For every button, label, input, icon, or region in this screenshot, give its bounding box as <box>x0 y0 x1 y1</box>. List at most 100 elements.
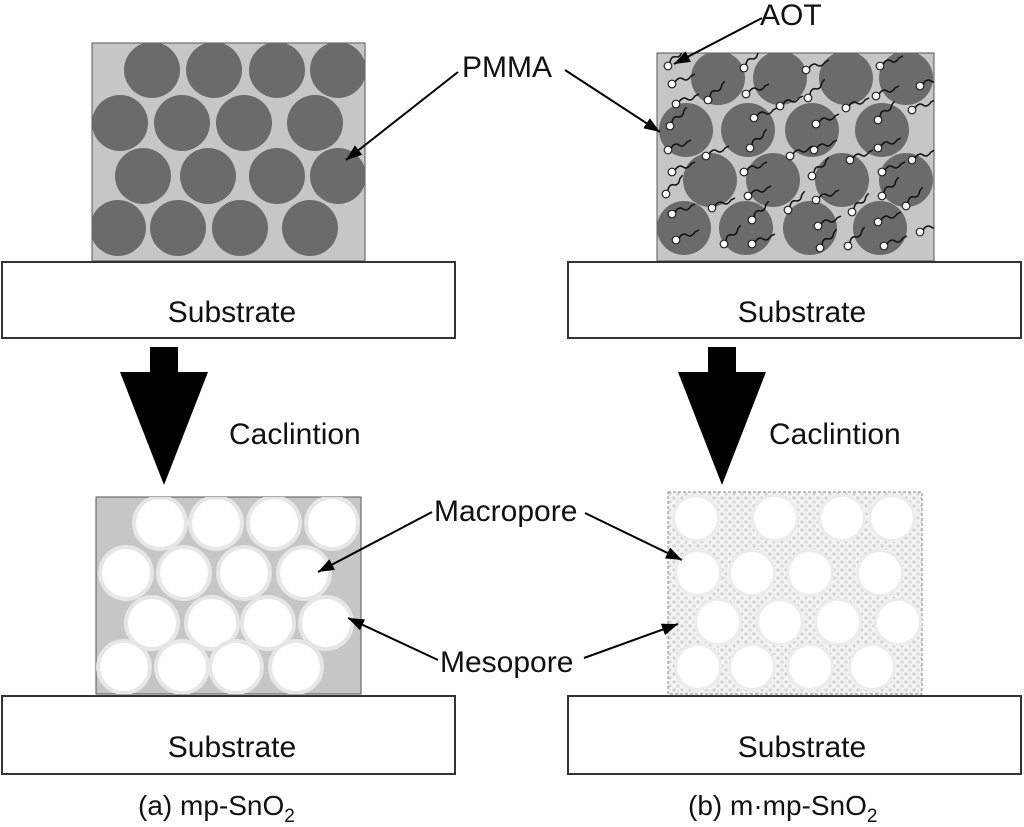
macropore-pointer-a <box>317 511 433 573</box>
aot-molecule <box>847 192 870 217</box>
pmma-sphere <box>310 43 365 98</box>
caption-b-text: (b) m·mp-SnO <box>688 790 867 821</box>
pmma-sphere <box>721 103 775 157</box>
macropore <box>672 494 720 542</box>
pmma-sphere <box>249 148 305 204</box>
aot-label: AOT <box>760 0 822 32</box>
aot-molecule <box>745 128 768 153</box>
aot-molecule <box>663 53 686 71</box>
aot-molecule <box>915 225 934 237</box>
macropore <box>268 639 324 694</box>
caption-a-subscript: 2 <box>284 806 295 827</box>
aot-molecule <box>701 145 730 161</box>
callout-arrows <box>317 17 763 661</box>
macropore <box>848 643 896 691</box>
aot-molecule <box>907 149 934 165</box>
aot-molecule <box>843 226 866 251</box>
aot-molecule <box>813 215 842 231</box>
substrate-b-bottom: Substrate <box>567 695 1022 775</box>
pmma-sphere <box>282 200 338 256</box>
aot-molecule <box>739 53 762 73</box>
caption-b-subscript: 2 <box>867 806 878 827</box>
aot-molecule <box>671 229 700 245</box>
macropore <box>188 497 244 551</box>
caption-a: (a) mp-SnO2 <box>138 790 295 827</box>
aot-molecule <box>871 85 900 101</box>
pmma-sphere <box>659 103 713 157</box>
aot-molecule <box>901 186 924 211</box>
macropore <box>728 549 776 597</box>
macropore <box>240 595 296 651</box>
aot-molecule <box>747 233 776 249</box>
macropore <box>124 595 180 651</box>
mesopore-pointer-b <box>583 623 679 659</box>
pmma-sphere <box>746 153 800 207</box>
aot-molecule <box>671 93 700 109</box>
macropore <box>694 598 742 646</box>
substrate-b-bottom-label: Substrate <box>738 731 866 764</box>
aot-molecule <box>877 161 906 177</box>
aot-molecule <box>841 97 870 113</box>
macropore <box>208 639 264 694</box>
macropore-pointer-b <box>584 512 683 561</box>
aot-molecule <box>811 189 840 205</box>
macropore <box>728 643 776 691</box>
pmma-sphere <box>216 95 272 151</box>
pmma-sphere <box>287 95 343 151</box>
mesopore-label: Mesopore <box>440 646 573 679</box>
pmma-sphere <box>124 43 180 98</box>
aot-molecule <box>663 139 692 155</box>
macropore <box>184 595 240 651</box>
macropore <box>751 494 799 542</box>
aot-molecule <box>667 73 696 89</box>
panel-b-aot-molecules <box>661 53 934 253</box>
panel-b-pmma-aot-film <box>656 52 935 262</box>
pmma-sphere <box>683 153 737 207</box>
aot-molecule <box>661 174 684 199</box>
macropore-label: Macropore <box>434 495 577 528</box>
panel-b-porous-film <box>667 491 923 695</box>
aot-molecule <box>803 78 826 103</box>
macropore <box>874 598 922 646</box>
pmma-pointer-b <box>564 69 661 133</box>
pmma-sphere <box>249 43 305 98</box>
pmma-pointer-a <box>345 71 459 161</box>
macropore <box>674 549 722 597</box>
pmma-sphere <box>310 148 365 204</box>
aot-pointer <box>673 17 763 65</box>
aot-molecule <box>845 149 874 165</box>
substrate-b-top-label: Substrate <box>738 296 866 329</box>
down-arrow-icon <box>678 347 766 485</box>
pmma-sphere <box>719 201 773 255</box>
calcination-label-b: Caclintion <box>769 418 901 451</box>
pmma-sphere <box>92 95 148 151</box>
panel-b-macropores <box>672 494 922 691</box>
calcination-label-a: Caclintion <box>229 418 361 451</box>
macropore <box>298 595 354 651</box>
macropore <box>814 598 862 646</box>
substrate-a-top-label: Substrate <box>168 296 296 329</box>
aot-molecule <box>811 113 840 129</box>
pmma-sphere <box>879 53 933 105</box>
macropore <box>674 643 722 691</box>
aot-molecule <box>665 106 688 131</box>
macropore <box>154 639 210 694</box>
pmma-sphere <box>180 148 236 204</box>
macropore <box>276 545 332 601</box>
substrate-a-top: Substrate <box>1 261 456 339</box>
pmma-sphere <box>753 53 807 105</box>
caption-b: (b) m·mp-SnO2 <box>688 790 877 827</box>
substrate-a-bottom: Substrate <box>1 695 456 775</box>
aot-molecule <box>875 55 904 71</box>
aot-molecule <box>879 235 908 251</box>
aot-molecule <box>741 83 770 99</box>
panel-a-porous-film <box>95 496 362 695</box>
aot-molecule <box>873 137 902 153</box>
pmma-sphere <box>855 103 909 157</box>
aot-molecule <box>809 139 838 155</box>
aot-molecule <box>775 95 804 111</box>
pmma-sphere <box>785 103 839 157</box>
pmma-sphere <box>691 53 745 105</box>
pmma-sphere <box>815 153 869 207</box>
